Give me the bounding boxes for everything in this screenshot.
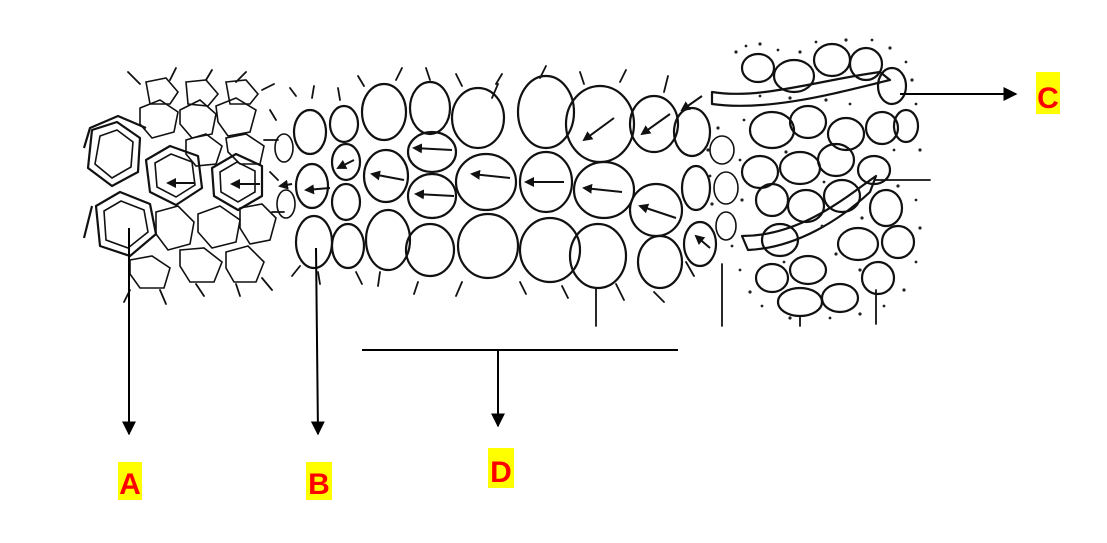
small-cell (179, 99, 217, 139)
small-cell (129, 255, 171, 289)
small-cell (155, 205, 195, 251)
svg-text:C: C (1037, 82, 1059, 115)
vessel-cell (86, 120, 142, 188)
flow-arrow (694, 234, 711, 249)
small-cell (185, 133, 223, 167)
small-cell (179, 247, 223, 283)
small-cell (197, 205, 241, 249)
vessel-cell-inner (103, 200, 149, 249)
label-c: C (1036, 72, 1060, 115)
flow-arrow (336, 159, 355, 169)
small-cell (225, 133, 265, 165)
leader-line-b (310, 247, 325, 436)
svg-text:A: A (119, 468, 141, 501)
vessel-cell-inner (154, 153, 196, 198)
flow-arrow (640, 113, 671, 136)
endodermis-band (269, 85, 366, 285)
flow-arrow (680, 95, 703, 112)
outer-wall (82, 114, 147, 149)
flow-arrow (582, 117, 615, 142)
flow-arrow (582, 183, 623, 194)
root-hair (740, 174, 878, 252)
small-cell (239, 203, 277, 245)
svg-text:D: D (490, 456, 512, 489)
flow-arrow (638, 203, 677, 219)
vessel-cell-inner (94, 129, 134, 179)
small-cell (139, 99, 179, 139)
small-cell (215, 97, 257, 137)
epidermis-region (706, 38, 931, 327)
small-cell (225, 79, 260, 105)
label-b: B (306, 462, 332, 501)
vessel-cell (144, 144, 204, 207)
cortex-region (357, 65, 718, 327)
small-cell (145, 77, 180, 105)
stippling (706, 38, 922, 320)
outer-wall (82, 205, 94, 239)
vessel-cell-inner (219, 161, 256, 203)
svg-text:B: B (308, 468, 330, 501)
vessel-cell (210, 152, 264, 212)
small-cell (225, 245, 265, 283)
root-hair (710, 70, 892, 107)
flow-arrow (412, 143, 453, 154)
flow-arrow (278, 179, 293, 190)
small-cell (185, 79, 220, 107)
label-a: A (118, 462, 142, 501)
flow-arrow (304, 184, 331, 195)
label-d: D (488, 448, 514, 489)
flow-arrow (470, 169, 511, 180)
inner-tissue-region (82, 67, 285, 305)
flow-arrow (370, 170, 405, 181)
flow-arrow (414, 189, 455, 200)
